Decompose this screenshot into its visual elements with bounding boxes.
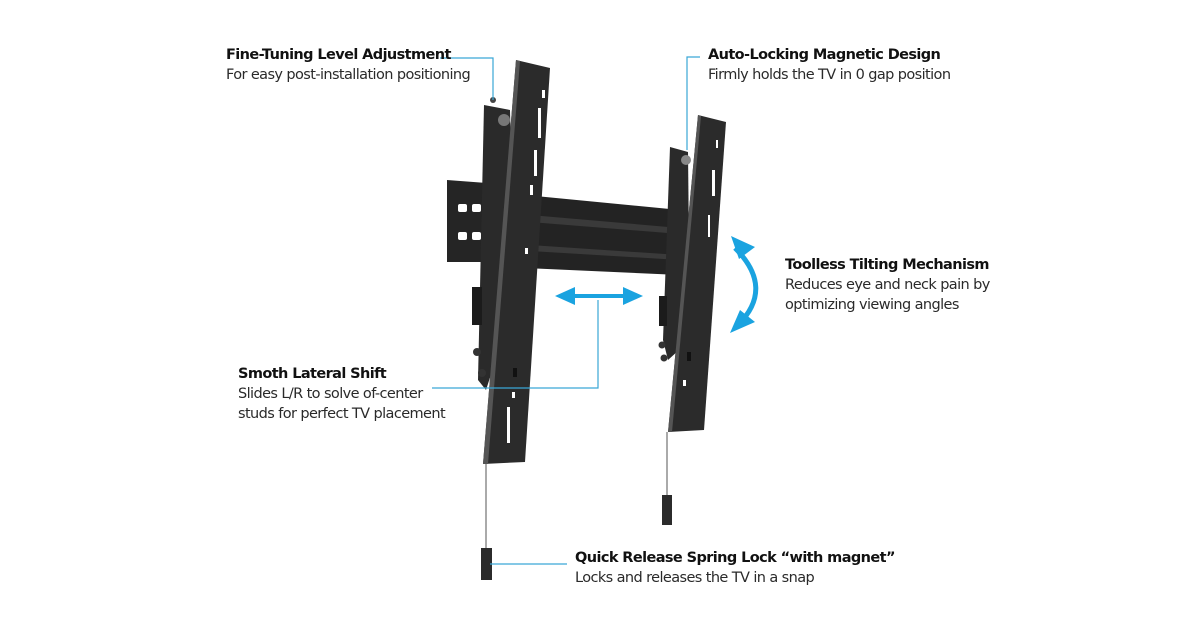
feature-description: Locks and releases the TV in a snap — [575, 570, 815, 586]
callout-line-auto-locking — [686, 56, 700, 150]
feature-description-line: Slides L/R to solve of-center — [238, 386, 423, 402]
curved-double-arrow-icon — [730, 236, 759, 333]
feature-auto-locking: Auto-Locking Magnetic Design Firmly hold… — [708, 45, 951, 85]
feature-title: Quick Release Spring Lock “with magnet” — [575, 550, 895, 566]
feature-description-line: studs for perfect TV placement — [238, 406, 446, 422]
feature-quick-release: Quick Release Spring Lock “with magnet” … — [575, 548, 895, 588]
right-vertical-bracket — [668, 115, 726, 432]
feature-lateral-shift: Smoth Lateral Shift Slides L/R to solve … — [238, 364, 446, 424]
feature-fine-tuning: Fine-Tuning Level Adjustment For easy po… — [226, 45, 471, 85]
feature-description-line: optimizing viewing angles — [785, 297, 959, 313]
feature-tilting: Toolless Tilting Mechanism Reduces eye a… — [785, 255, 990, 315]
feature-title: Auto-Locking Magnetic Design — [708, 47, 941, 63]
release-cords — [481, 432, 672, 580]
feature-title: Fine-Tuning Level Adjustment — [226, 47, 451, 63]
callout-lines — [432, 56, 700, 565]
feature-description: Firmly holds the TV in 0 gap position — [708, 67, 951, 83]
left-vertical-bracket — [483, 60, 550, 464]
callout-line-fine-tuning — [440, 57, 494, 100]
double-arrow-horizontal-icon — [555, 287, 643, 305]
feature-description: For easy post-installation positioning — [226, 67, 471, 83]
horizontal-rail — [525, 195, 680, 275]
feature-description-line: Reduces eye and neck pain by — [785, 277, 990, 293]
feature-title: Toolless Tilting Mechanism — [785, 257, 989, 273]
callout-line-lateral-shift — [432, 300, 599, 389]
feature-title: Smoth Lateral Shift — [238, 366, 387, 382]
